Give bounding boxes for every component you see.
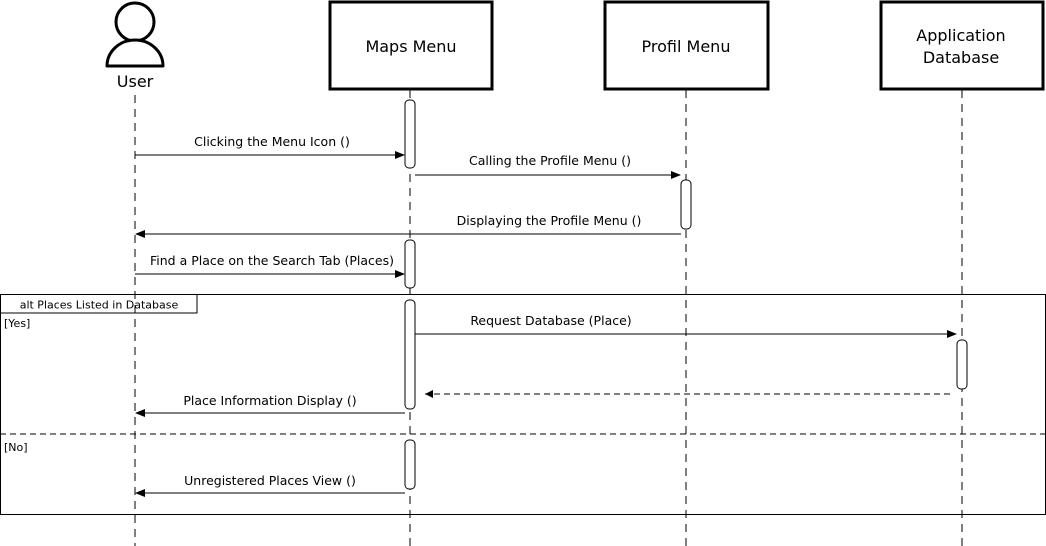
participant-application-database-box: [879, 0, 1045, 91]
actor-body-icon: [105, 38, 165, 68]
activation-db-1: [956, 339, 968, 390]
return-arrowhead: [425, 390, 433, 398]
message-label: Place Information Display (): [183, 393, 356, 408]
activation-maps-3: [404, 299, 416, 410]
message-displaying-profile-menu: Displaying the Profile Menu (): [135, 213, 681, 238]
participant-application-database: Application Database: [879, 0, 1045, 91]
activation-profil-1: [680, 179, 692, 230]
message-label: Unregistered Places View (): [184, 473, 356, 488]
message-calling-profile-menu: Calling the Profile Menu (): [415, 153, 681, 179]
guard-yes: [Yes]: [4, 317, 30, 330]
message-request-database: Request Database (Place): [415, 313, 957, 338]
participant-profil-menu-box: [603, 0, 770, 91]
message-label: Clicking the Menu Icon (): [194, 134, 350, 149]
message-label: Displaying the Profile Menu (): [457, 213, 642, 228]
message-label: Request Database (Place): [470, 313, 631, 328]
participant-profil-menu-label: Profil Menu: [642, 37, 731, 56]
activation-maps-2: [404, 239, 416, 289]
participant-maps-menu-box: [328, 0, 494, 91]
activation-maps-4: [404, 439, 416, 490]
participant-user: User: [105, 1, 165, 91]
message-unregistered-places-view: Unregistered Places View (): [135, 473, 405, 497]
participant-maps-menu: Maps Menu: [328, 0, 494, 91]
participant-application-database-label-line1: Application: [916, 26, 1005, 45]
message-clicking-menu-icon: Clicking the Menu Icon (): [135, 134, 405, 159]
participant-profil-menu: Profil Menu: [603, 0, 770, 91]
message-database-return: [425, 390, 950, 398]
message-label: Find a Place on the Search Tab (Places): [150, 253, 394, 268]
participant-application-database-label-line2: Database: [923, 48, 999, 67]
participant-maps-menu-label: Maps Menu: [365, 37, 456, 56]
message-find-place: Find a Place on the Search Tab (Places): [135, 253, 405, 278]
message-label: Calling the Profile Menu (): [469, 153, 631, 168]
alt-fragment-title: alt Places Listed in Database: [20, 299, 179, 312]
alt-fragment-tab: [0, 294, 198, 314]
participant-user-label: User: [117, 72, 154, 91]
actor-head-icon: [114, 1, 156, 43]
activation-maps-1: [404, 99, 416, 169]
guard-no: [No]: [4, 441, 28, 454]
message-place-information-display: Place Information Display (): [135, 393, 405, 417]
